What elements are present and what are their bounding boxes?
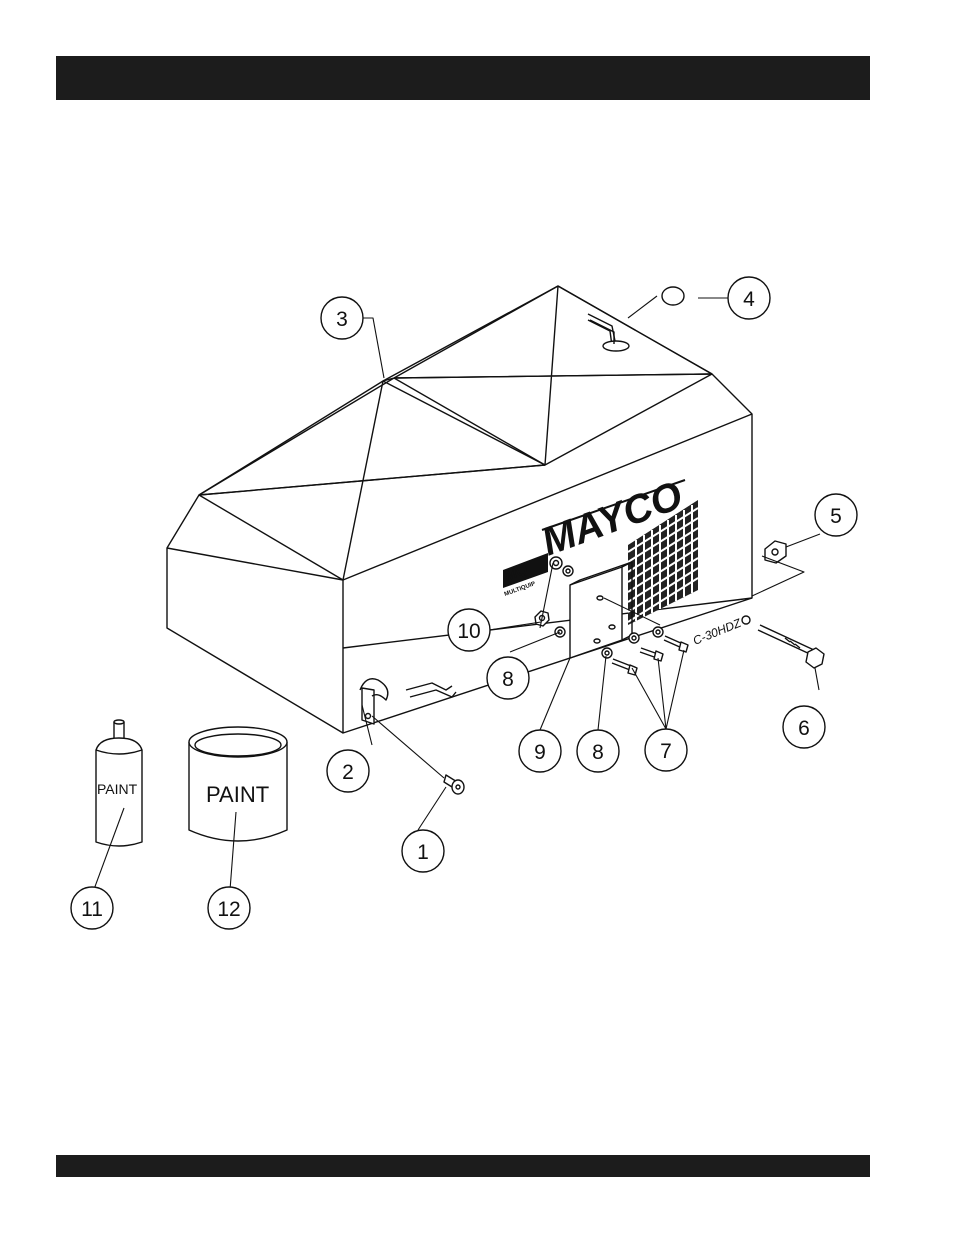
callout-3: 3: [321, 297, 363, 339]
svg-text:11: 11: [81, 898, 103, 921]
callout-7: 7: [645, 729, 687, 771]
svg-text:8: 8: [502, 668, 514, 691]
callout-5: 5: [815, 494, 857, 536]
svg-text:1: 1: [417, 841, 429, 864]
spray-can-label: PAINT: [97, 781, 138, 797]
paint-can-label: PAINT: [206, 782, 269, 807]
svg-text:9: 9: [534, 741, 546, 764]
callout-1: 1: [402, 830, 444, 872]
callout-6: 6: [783, 706, 825, 748]
svg-text:12: 12: [217, 898, 240, 921]
callout-8b: 8: [577, 730, 619, 772]
svg-text:5: 5: [830, 505, 842, 528]
callout-11: 11: [71, 887, 113, 929]
callout-9: 9: [519, 730, 561, 772]
svg-text:4: 4: [743, 288, 755, 311]
callout-2: 2: [327, 750, 369, 792]
callout-12: 12: [208, 887, 250, 929]
callout-10: 10: [448, 609, 490, 651]
model-label: C-30HDZ: [691, 616, 744, 648]
callout-8a: 8: [487, 657, 529, 699]
svg-text:2: 2: [342, 761, 354, 784]
svg-text:8: 8: [592, 741, 604, 764]
svg-text:7: 7: [660, 740, 672, 763]
svg-text:10: 10: [457, 620, 480, 643]
svg-text:3: 3: [336, 308, 348, 331]
svg-text:6: 6: [798, 717, 810, 740]
